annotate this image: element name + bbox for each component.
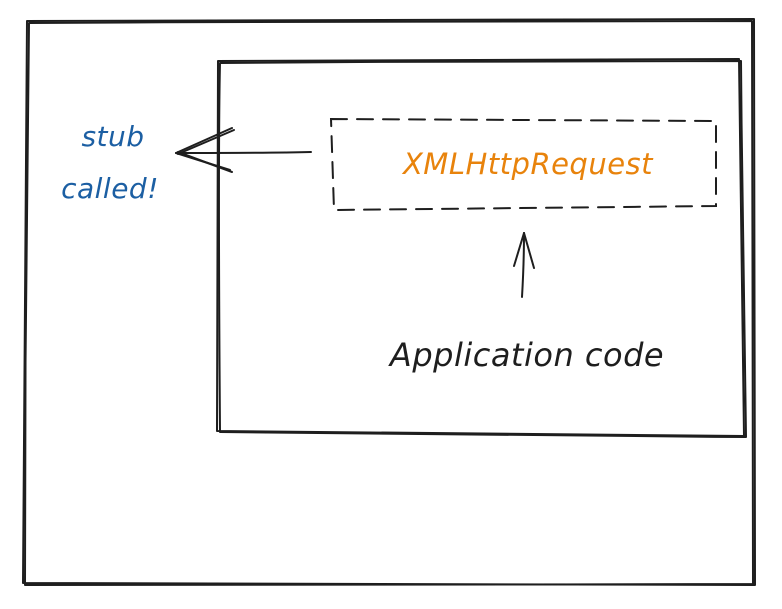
app-code-label: Application code [388,336,664,374]
xhr-label: XMLHttpRequest [401,147,654,181]
stub-label-line2: called! [61,172,159,205]
outer-box [22,18,756,586]
stub-arrow [175,127,312,173]
inner-box [216,58,747,438]
app-arrow [513,232,535,298]
stub-label-line1: stub [81,120,144,153]
xhr-dashed-box [329,117,717,212]
